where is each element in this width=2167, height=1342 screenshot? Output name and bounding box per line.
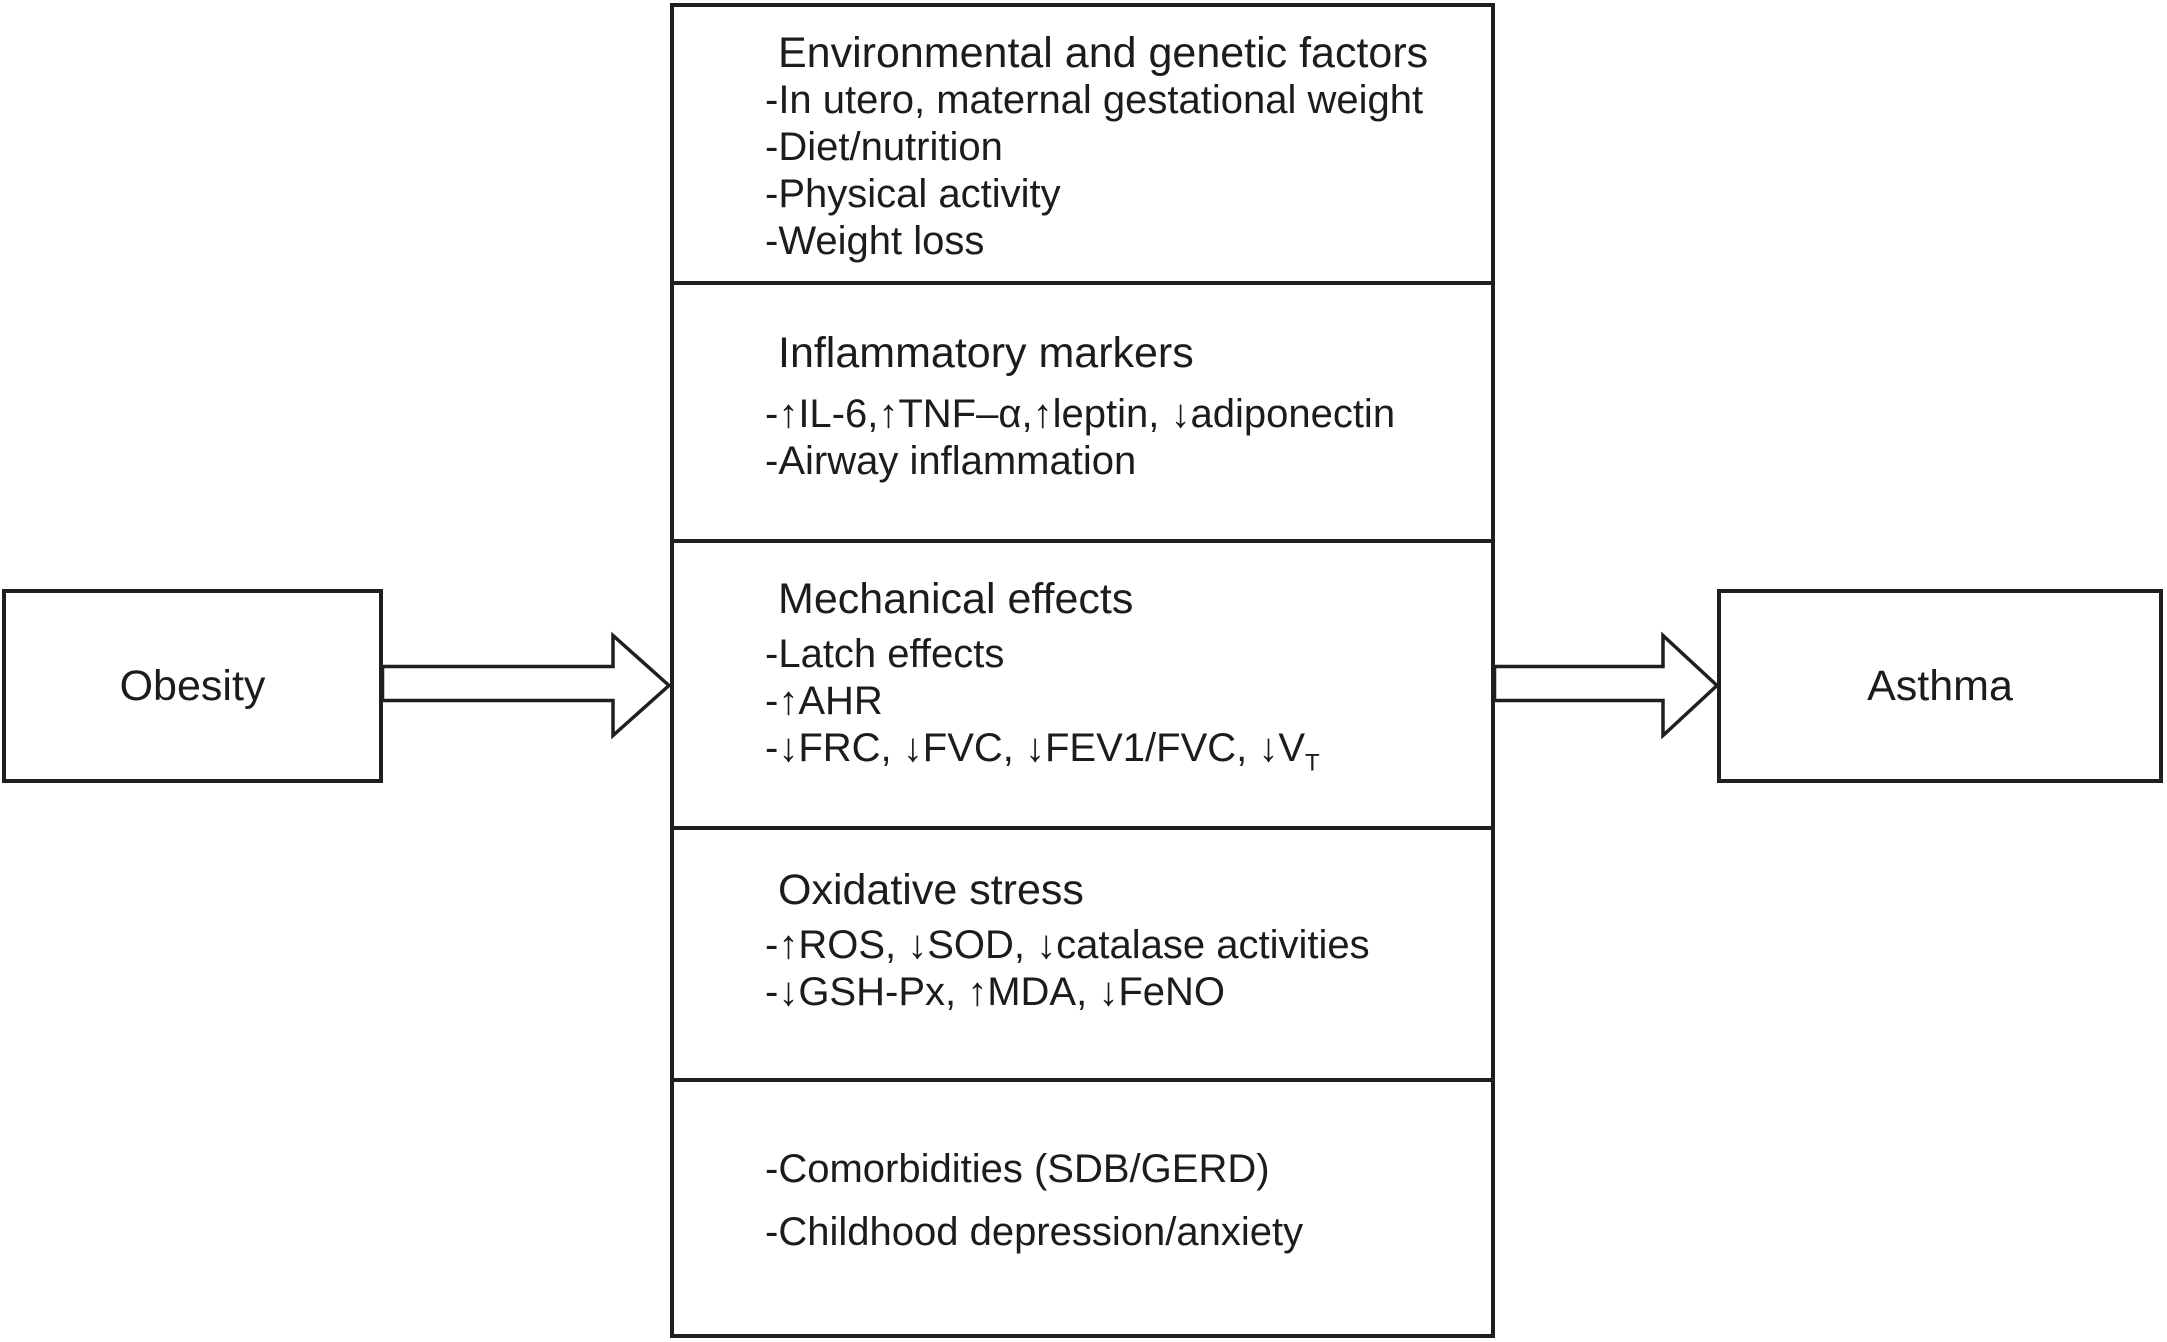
factor-box-title: Mechanical effects (778, 575, 1134, 623)
factor-box-title: Inflammatory markers (778, 329, 1194, 377)
bullet-line: -↓GSH-Px, ↑MDA, ↓FeNO (765, 970, 1226, 1014)
factor-box-comorbidities: -Comorbidities (SDB/GERD) -Childhood dep… (670, 1078, 1495, 1338)
obesity-node: Obesity (2, 589, 383, 783)
factor-box-mechanical-effects: Mechanical effects -Latch effects -↑AHR … (670, 539, 1495, 830)
asthma-node: Asthma (1717, 589, 2163, 783)
bullet-line: -Weight loss (765, 219, 985, 263)
bullet-line: -Diet/nutrition (765, 125, 1003, 169)
subscript-t: T (1305, 749, 1320, 777)
factor-box-oxidative-stress: Oxidative stress -↑ROS, ↓SOD, ↓catalase … (670, 826, 1495, 1082)
bullet-line: -Physical activity (765, 172, 1061, 216)
factor-box-environmental-genetic: Environmental and genetic factors -In ut… (670, 3, 1495, 285)
bullet-line: -Airway inflammation (765, 439, 1137, 483)
bullet-line: -In utero, maternal gestational weight (765, 78, 1424, 122)
obesity-label: Obesity (119, 661, 266, 710)
factor-box-title: Oxidative stress (778, 866, 1084, 914)
factors-to-asthma-arrow (1493, 631, 1719, 740)
bullet-line: -↑ROS, ↓SOD, ↓catalase activities (765, 923, 1370, 967)
obesity-to-factors-arrow (381, 631, 671, 740)
factors-column: Environmental and genetic factors -In ut… (670, 3, 1495, 1338)
bullet-text: -↓FRC, ↓FVC, ↓FEV1/FVC, ↓V (765, 726, 1306, 770)
bullet-line: -↑IL-6,↑TNF–α,↑leptin, ↓adiponectin (765, 392, 1396, 436)
bullet-line: -Childhood depression/anxiety (765, 1210, 1304, 1254)
bullet-line: -Comorbidities (SDB/GERD) (765, 1147, 1270, 1191)
bullet-line: -↑AHR (765, 679, 883, 723)
bullet-line: -↓FRC, ↓FVC, ↓FEV1/FVC, ↓VT (765, 725, 1467, 775)
bullet-line: -Latch effects (765, 632, 1005, 676)
factor-box-title: Environmental and genetic factors (778, 29, 1429, 77)
factor-box-inflammatory-markers: Inflammatory markers -↑IL-6,↑TNF–α,↑lept… (670, 281, 1495, 543)
asthma-label: Asthma (1867, 661, 2013, 710)
